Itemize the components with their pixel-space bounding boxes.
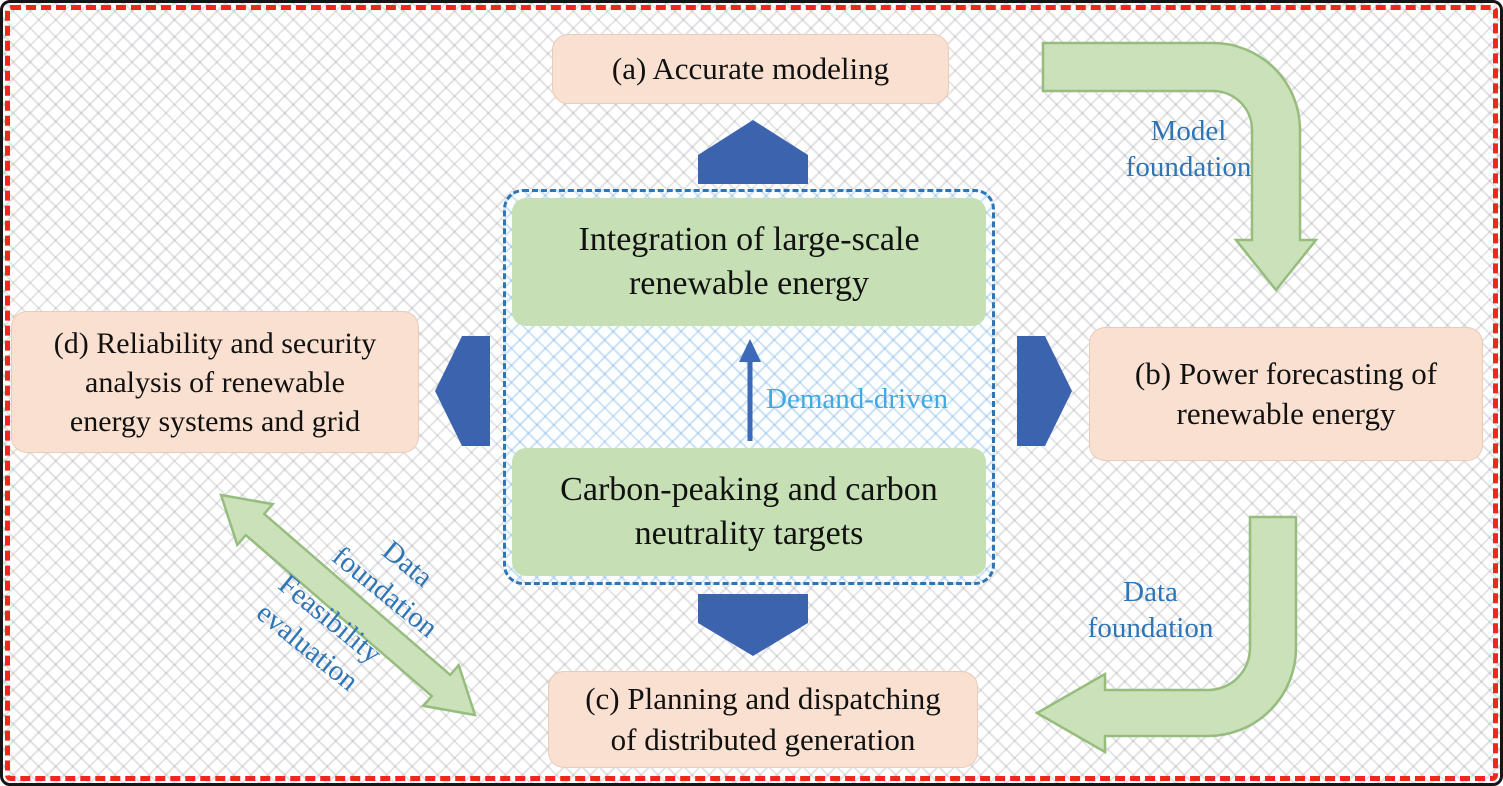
carbon-targets-box: Carbon-peaking and carbon neutrality tar… [512, 448, 986, 576]
arrow-right-icon [1017, 336, 1072, 446]
arrow-up-icon [698, 120, 808, 184]
integration-box-label: Integration of large-scale renewable ene… [578, 220, 920, 302]
node-accurate-modeling: (a) Accurate modeling [552, 34, 949, 104]
carbon-targets-box-label: Carbon-peaking and carbon neutrality tar… [560, 470, 938, 552]
data-foundation-right-label: Data foundation [1087, 576, 1214, 645]
node-power-forecasting: (b) Power forecasting of renewable energ… [1089, 327, 1483, 461]
node-accurate-modeling-label: (a) Accurate modeling [611, 50, 890, 86]
integration-box: Integration of large-scale renewable ene… [512, 198, 986, 326]
arrow-left-icon [435, 336, 490, 446]
node-planning-dispatching: (c) Planning and dispatching of distribu… [548, 671, 978, 768]
node-power-forecasting-label: (b) Power forecasting of renewable energ… [1134, 355, 1438, 431]
arrow-down-icon [698, 594, 808, 656]
model-foundation-label: Model foundation [1125, 115, 1252, 184]
node-reliability-security: (d) Reliability and security analysis of… [11, 311, 419, 453]
node-reliability-security-label: (d) Reliability and security analysis of… [53, 326, 377, 438]
node-planning-dispatching-label: (c) Planning and dispatching of distribu… [585, 681, 941, 757]
demand-driven-label: Demand-driven [766, 383, 948, 415]
